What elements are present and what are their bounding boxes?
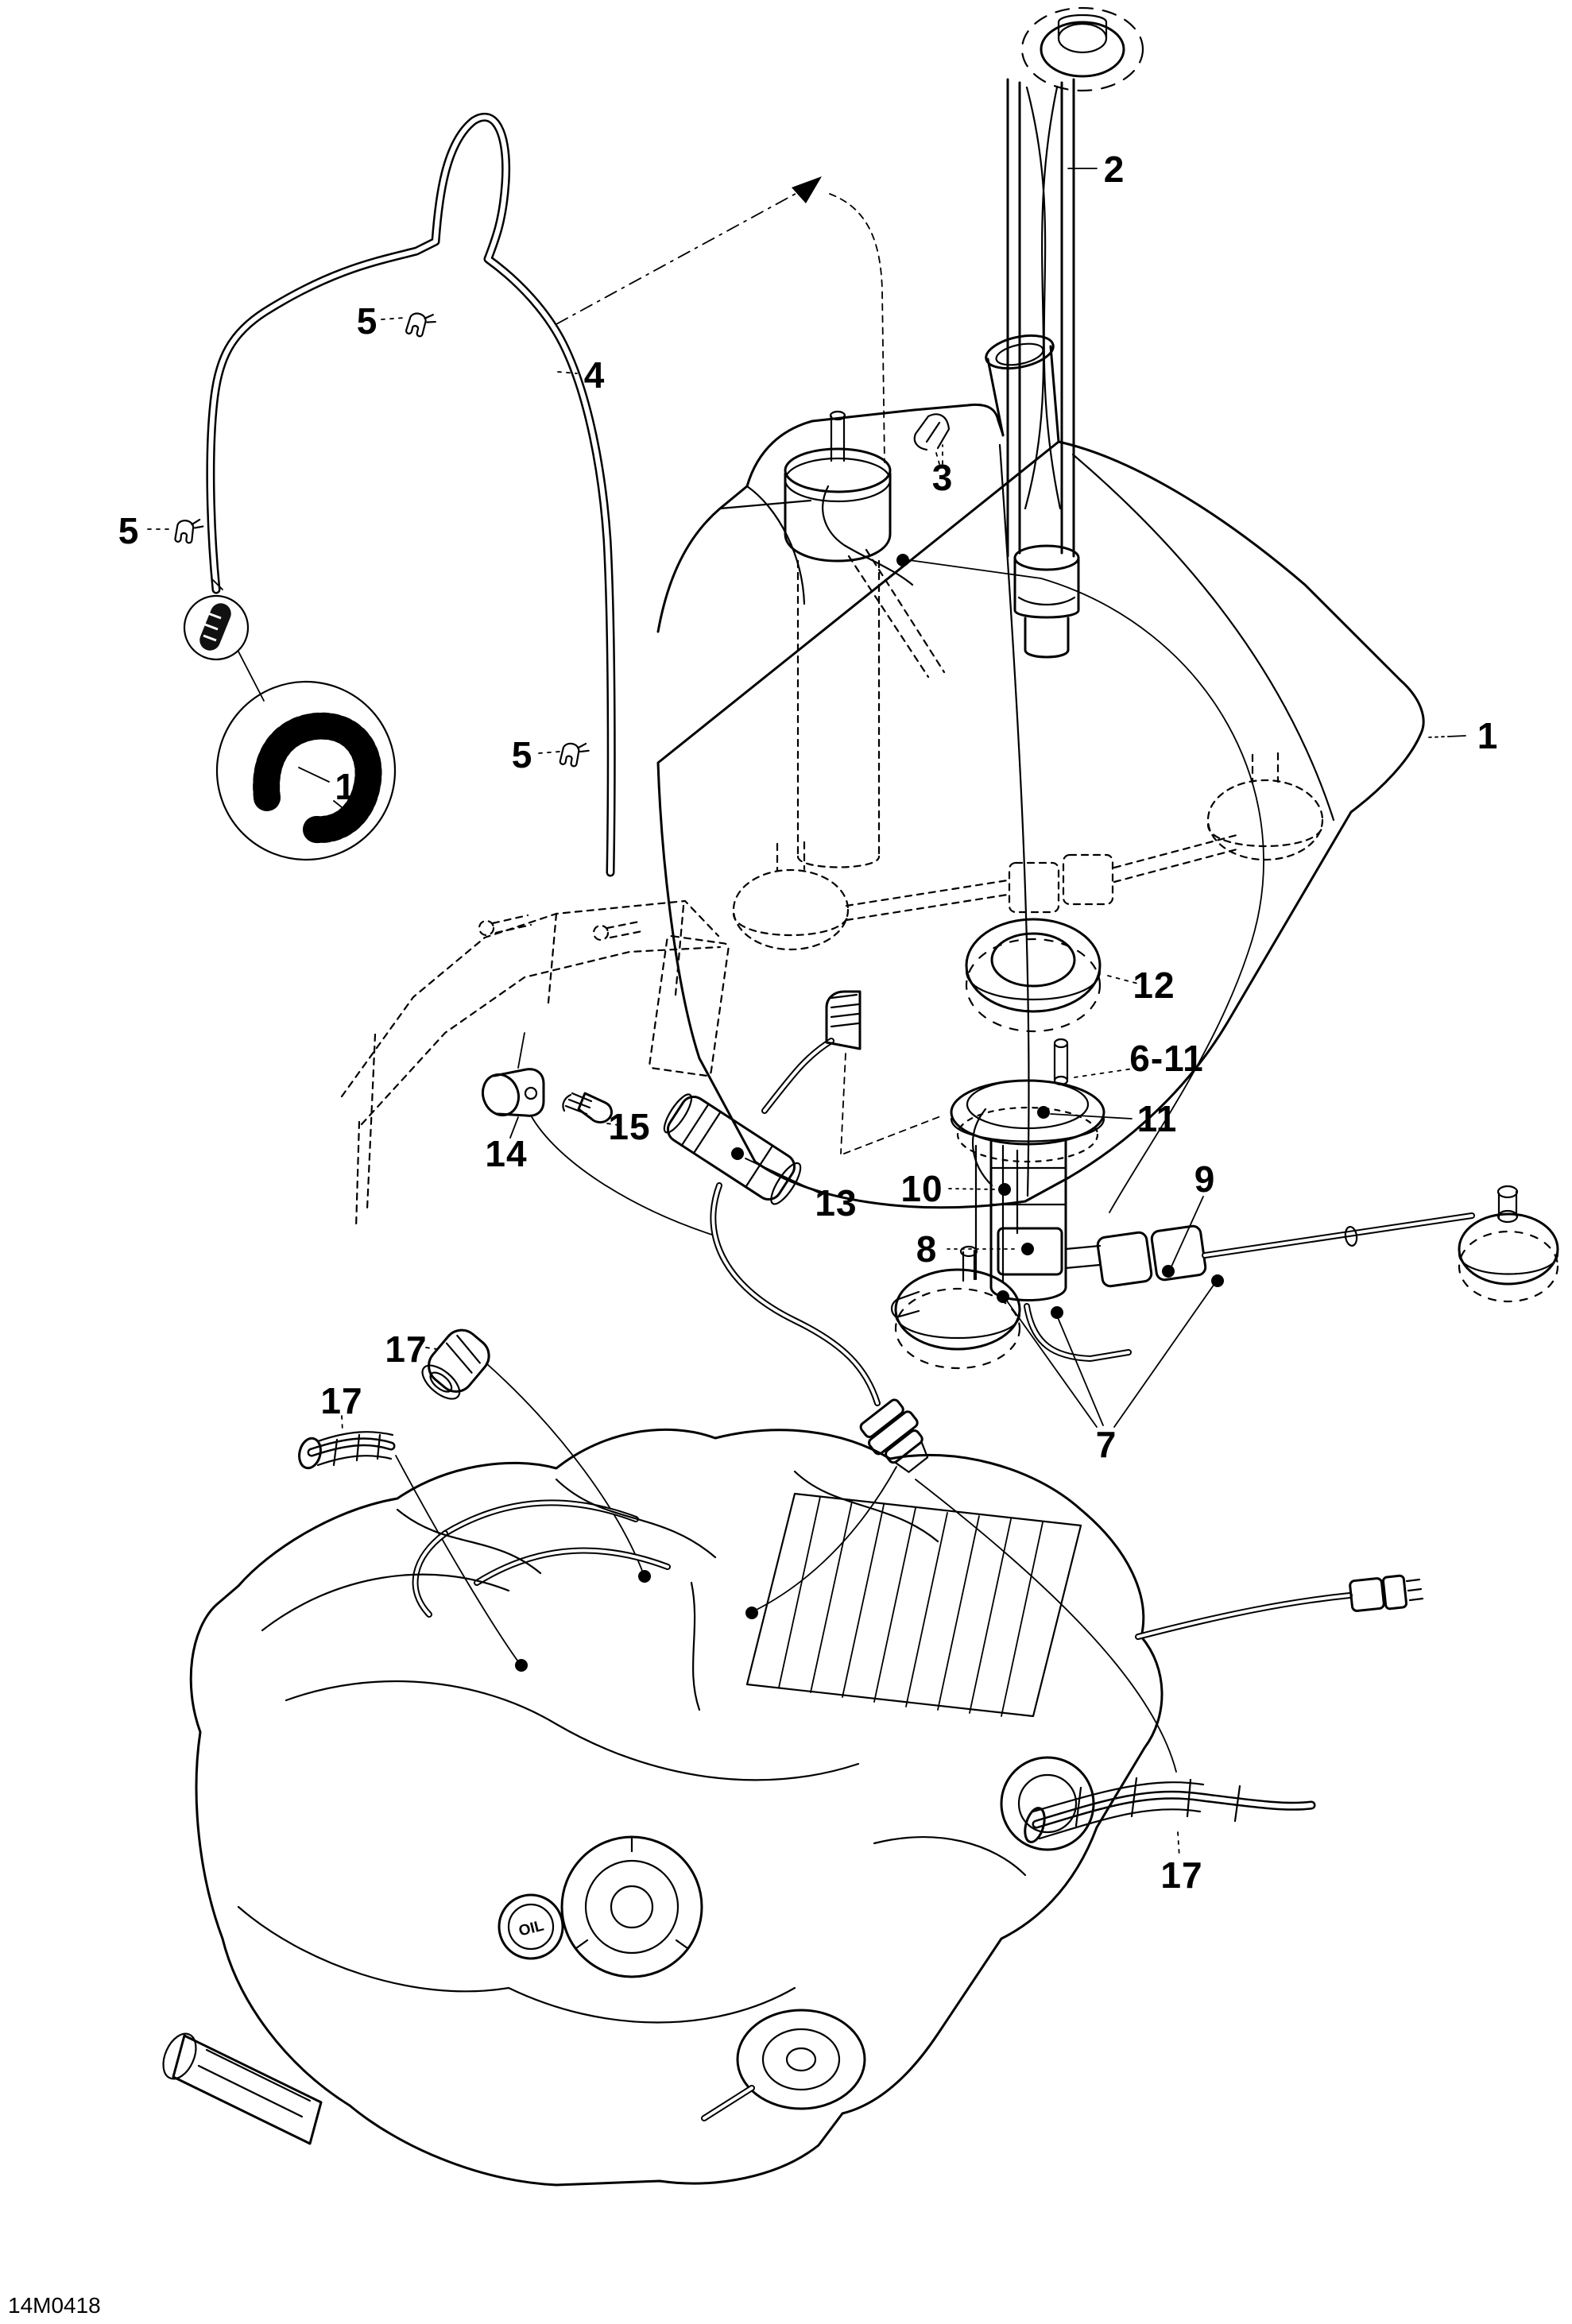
hose-17a xyxy=(421,1328,490,1400)
tank-sender-unit xyxy=(784,410,946,868)
part-callout-pump-module: 8 xyxy=(916,1228,938,1270)
fuel-strainer-left xyxy=(890,1245,1021,1370)
part-callout-hose-b: 17 xyxy=(320,1380,363,1421)
spring-detail xyxy=(183,594,397,861)
part-callout-vent-elbow: 3 xyxy=(931,457,954,498)
part-callout-dipstick: 2 xyxy=(1103,149,1125,190)
clamp-support-14 xyxy=(481,1032,718,1237)
part-callout-ring-nut: 12 xyxy=(1133,965,1175,1006)
part-callout-clip-a: 5 xyxy=(356,300,378,342)
screw-15 xyxy=(562,1092,613,1123)
fuel-gauge-dipstick xyxy=(1006,6,1144,659)
hose-clip-c xyxy=(559,742,590,768)
part-callout-screw: 15 xyxy=(608,1106,651,1147)
oil-cap-label: OIL xyxy=(517,1917,546,1939)
tank-hidden-piping xyxy=(732,752,1324,951)
fuel-tank xyxy=(656,334,1425,1213)
ring-nut xyxy=(965,918,1102,1033)
part-callout-clip-b: 5 xyxy=(118,510,140,551)
quick-connector xyxy=(859,1398,929,1473)
fuel-strainer-right xyxy=(1458,1185,1559,1303)
part-callout-hose-c: 17 xyxy=(1160,1854,1203,1896)
hose-17b xyxy=(298,1431,396,1470)
console-bracket xyxy=(340,899,730,1230)
part-callout-tank: 1 xyxy=(1477,715,1499,756)
part-callout-pump-assy: 6-11 xyxy=(1129,1038,1204,1079)
elbow-connector xyxy=(825,990,943,1154)
hose-17c xyxy=(1024,1777,1316,1843)
part-callout-clamp-support: 14 xyxy=(485,1133,528,1174)
part-callout-pump-bracket: 10 xyxy=(900,1168,943,1209)
part-callout-spring-detail: 16 xyxy=(335,766,378,807)
hose-clip-a xyxy=(405,312,436,338)
routing-arrow xyxy=(556,176,885,463)
part-callout-hose-a: 17 xyxy=(385,1328,428,1370)
hose-clip-b xyxy=(174,518,204,544)
vent-hose xyxy=(206,112,616,877)
part-callout-clip-c: 5 xyxy=(511,734,533,775)
part-callout-vent-hose: 4 xyxy=(583,354,606,396)
part-callout-fuel-filter: 13 xyxy=(815,1182,858,1224)
part-callout-pickup-tube: 9 xyxy=(1194,1158,1216,1200)
part-callout-clamps: 7 xyxy=(1095,1424,1117,1465)
part-callout-pump-cover: 11 xyxy=(1136,1098,1178,1139)
fuel-filter xyxy=(663,990,943,1473)
vent-elbow xyxy=(913,413,951,465)
leader-lines xyxy=(147,168,1466,1858)
fuel-pump-assembly xyxy=(890,1038,1559,1370)
engine: OIL xyxy=(162,1428,1424,2187)
document-code: 14M0418 xyxy=(8,2293,101,2318)
